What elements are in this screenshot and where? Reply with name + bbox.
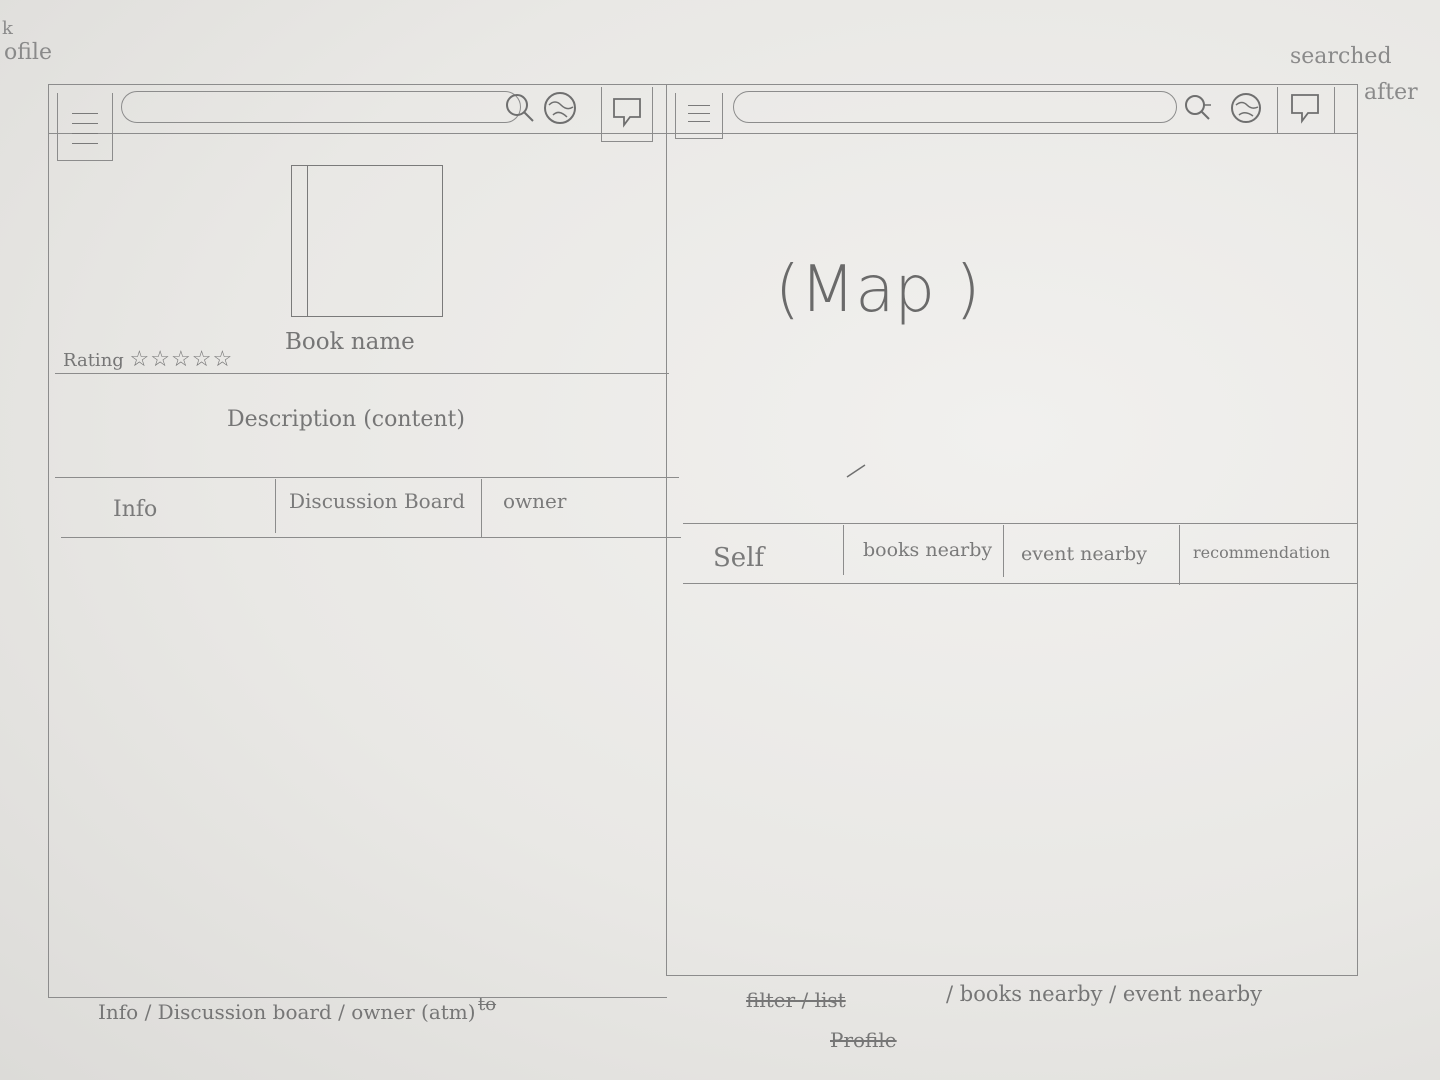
tab-books-nearby[interactable]: books nearby	[863, 539, 993, 561]
pencil-stroke	[846, 464, 866, 478]
tab-separator	[275, 479, 276, 533]
book-spine	[307, 165, 308, 317]
section-divider	[55, 373, 669, 374]
tab-discussion-board[interactable]: Discussion Board	[289, 489, 466, 513]
margin-note-after: after	[1364, 80, 1418, 105]
footnote-right-strike: filter / list	[746, 988, 846, 1012]
tab-owner[interactable]: owner	[503, 489, 567, 513]
tab-separator	[843, 525, 844, 575]
tabs-bottom-divider	[683, 583, 1357, 584]
book-detail-screen: Rating ☆☆☆☆☆ Book name Description (cont…	[48, 84, 681, 998]
tab-separator	[481, 479, 482, 537]
footnote-left: Info / Discussion board / owner (atm)	[98, 1000, 476, 1024]
globe-icon[interactable]	[543, 91, 577, 125]
tab-separator	[1179, 525, 1180, 585]
left-top-bar	[49, 85, 667, 161]
tab-recommendation[interactable]: recommendation	[1193, 543, 1331, 562]
book-cover-image	[291, 165, 443, 317]
search-icon[interactable]	[501, 91, 535, 125]
chat-icon	[1291, 94, 1319, 124]
right-search-input[interactable]	[733, 91, 1177, 123]
footnote-right-text: / books nearby / event nearby	[946, 982, 1263, 1006]
footnote-left-text: Info / Discussion board / owner (atm)	[98, 1000, 476, 1024]
tabs-bottom-divider	[61, 537, 681, 538]
tab-info[interactable]: Info	[113, 497, 158, 522]
map-placeholder[interactable]: (Map )	[775, 253, 981, 327]
margin-note-searched: searched	[1290, 44, 1392, 69]
footnote-right-strike-2: Profile	[830, 1028, 897, 1052]
tabs-top-divider	[55, 477, 679, 478]
rating-label: Rating	[63, 350, 124, 371]
left-menu-button[interactable]	[57, 93, 113, 161]
right-menu-button[interactable]	[675, 93, 723, 139]
map-screen: (Map ) Self books nearby event nearby re…	[666, 84, 1358, 976]
left-search-input[interactable]	[121, 91, 521, 123]
margin-note-top-left: ofile	[4, 40, 52, 65]
footnote-left-strike: to	[478, 994, 497, 1015]
globe-icon[interactable]	[1229, 91, 1263, 125]
rating-display: Rating ☆☆☆☆☆	[63, 347, 233, 372]
right-chat-button[interactable]	[1277, 87, 1335, 134]
tab-event-nearby[interactable]: event nearby	[1021, 543, 1147, 565]
rating-stars: ☆☆☆☆☆	[129, 347, 234, 372]
tab-self[interactable]: Self	[713, 543, 765, 573]
left-chat-button[interactable]	[601, 87, 653, 142]
margin-note-fragment: k	[2, 18, 13, 39]
book-description: Description (content)	[227, 407, 465, 432]
book-title: Book name	[285, 329, 415, 355]
tabs-top-divider	[683, 523, 1357, 524]
search-icon[interactable]	[1181, 91, 1215, 125]
tab-separator	[1003, 525, 1004, 577]
right-top-bar	[667, 85, 1357, 139]
chat-icon	[613, 98, 641, 128]
